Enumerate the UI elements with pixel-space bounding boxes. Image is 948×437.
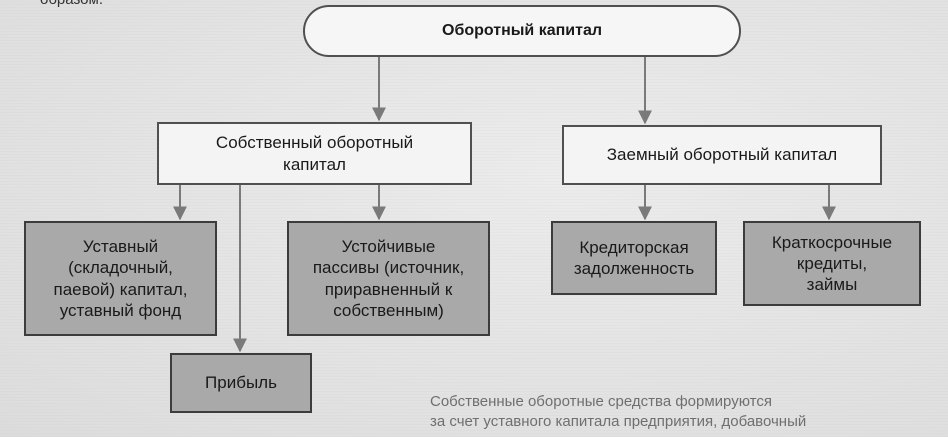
node-short-term-credits: Краткосрочные кредиты, займы <box>743 221 921 306</box>
text-fragment-bottom-line1: Собственные оборотные средства формируют… <box>430 393 772 410</box>
text-fragment-bottom: Собственные оборотные средства формируют… <box>430 392 940 431</box>
text-fragment-top: образом. <box>40 0 103 8</box>
node-charter-capital: Уставный (складочный, паевой) капитал, у… <box>24 221 217 336</box>
node-sustainable-liabilities: Устойчивые пассивы (источник, приравненн… <box>287 221 490 336</box>
text-fragment-bottom-line2: за счет уставного капитала предприятия, … <box>430 412 807 430</box>
node-profit: Прибыль <box>170 353 312 413</box>
node-accounts-payable: Кредиторская задолженность <box>551 221 717 295</box>
node-borrowed-working-capital: Заемный оборотный капитал <box>562 125 882 185</box>
node-own-working-capital: Собственный оборотный капитал <box>157 122 472 185</box>
node-working-capital: Оборотный капитал <box>303 5 741 57</box>
